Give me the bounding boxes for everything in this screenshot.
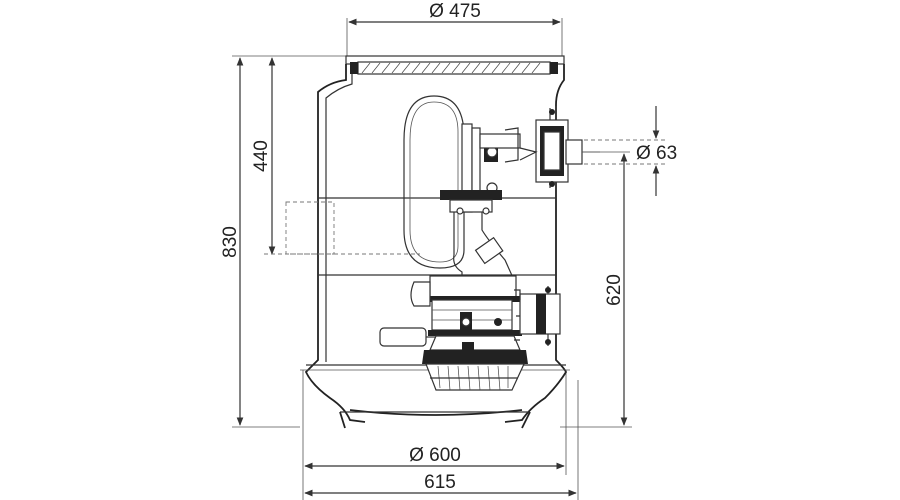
tank-left-wall [304,64,366,423]
pump-motor-top [429,275,517,299]
dimension-bottom-diameter: Ø 600 [302,370,567,500]
pressure-pipe [440,123,521,282]
dimension-bottom-width: 615 [304,380,579,500]
dimension-height-total: 830 [220,55,350,428]
height-outlet-label: 620 [604,274,625,306]
top-diameter-label: Ø 475 [429,1,481,22]
bottom-diameter-label: Ø 600 [409,445,461,466]
float-switch [379,327,427,347]
dimension-top-diameter: Ø 475 [346,1,563,60]
pump-housing [429,335,521,351]
inlet-pipe [285,201,335,255]
pipe-diameter-label: Ø 63 [636,143,677,164]
tank-right-wall [504,64,568,423]
pump-unit [379,275,561,391]
dimension-pipe-diameter: Ø 63 [570,106,677,196]
lid-hatching [361,62,541,74]
collector-vessel [403,95,465,269]
dimension-height-outlet: 620 [560,151,632,428]
tank-body [285,55,570,429]
dimension-height-inlet: 440 [251,57,420,255]
height-total-label: 830 [220,226,241,258]
bottom-width-label: 615 [424,472,456,493]
height-inlet-label: 440 [251,140,272,172]
tank-lid-frame [357,61,551,75]
outlet-fitting [519,106,600,190]
